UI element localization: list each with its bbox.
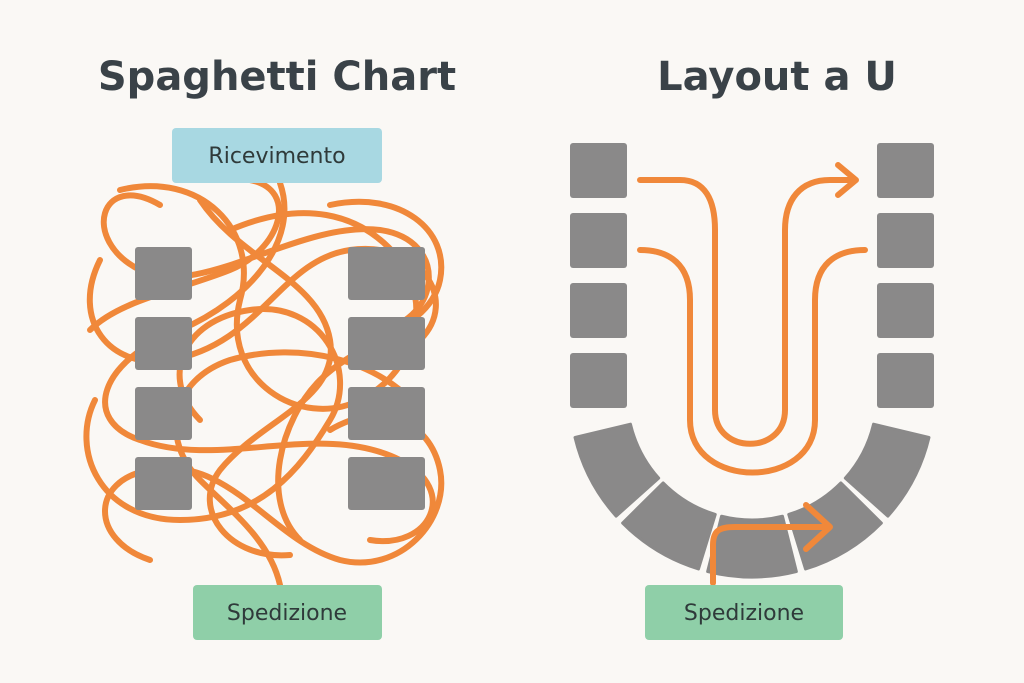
u-flow-inner [637,177,858,447]
workstation-curved [621,481,717,571]
workstation [348,387,425,440]
workstation [348,247,425,300]
arrowhead [835,162,859,198]
flow-path [83,306,343,523]
workstation [877,143,934,198]
spaghetti-flows [83,177,445,588]
workstation-curved [843,422,931,518]
arrowhead [803,502,833,552]
left-stations [135,247,425,510]
workstation [570,283,627,338]
flow-path [102,412,445,566]
spaghetti-chart-panel: Spaghetti Chart Ricevimento Spedi [83,54,456,640]
spaghetti-title: Spaghetti Chart [98,54,456,100]
u-stations [570,143,934,579]
workstation [135,317,192,370]
flow-path [86,245,439,365]
u-layout-title: Layout a U [657,54,897,100]
workstation [877,213,934,268]
workstation [877,353,934,408]
workstation [570,353,627,408]
shipping-label-left: Spedizione [227,601,347,626]
workstation [877,283,934,338]
receiving-label: Ricevimento [208,144,345,169]
workstation [135,387,192,440]
workstation-curved [706,514,798,579]
workstation [135,247,192,300]
shipping-flow [710,524,831,586]
workstation [135,457,192,510]
shipping-box-left [193,585,382,640]
flow-path [102,180,436,545]
flow-path [87,177,282,333]
u-flow-outer [637,247,868,476]
workstation-curved [573,422,661,518]
shipping-box-right [645,585,843,640]
workstation [570,143,627,198]
flow-path [197,197,334,559]
receiving-box [172,128,382,183]
u-flows [637,162,868,586]
u-layout-panel: Layout a U Spedizione [570,54,934,640]
shipping-label-right: Spedizione [684,601,804,626]
workstation [570,213,627,268]
workstation [348,457,425,510]
workstation [348,317,425,370]
